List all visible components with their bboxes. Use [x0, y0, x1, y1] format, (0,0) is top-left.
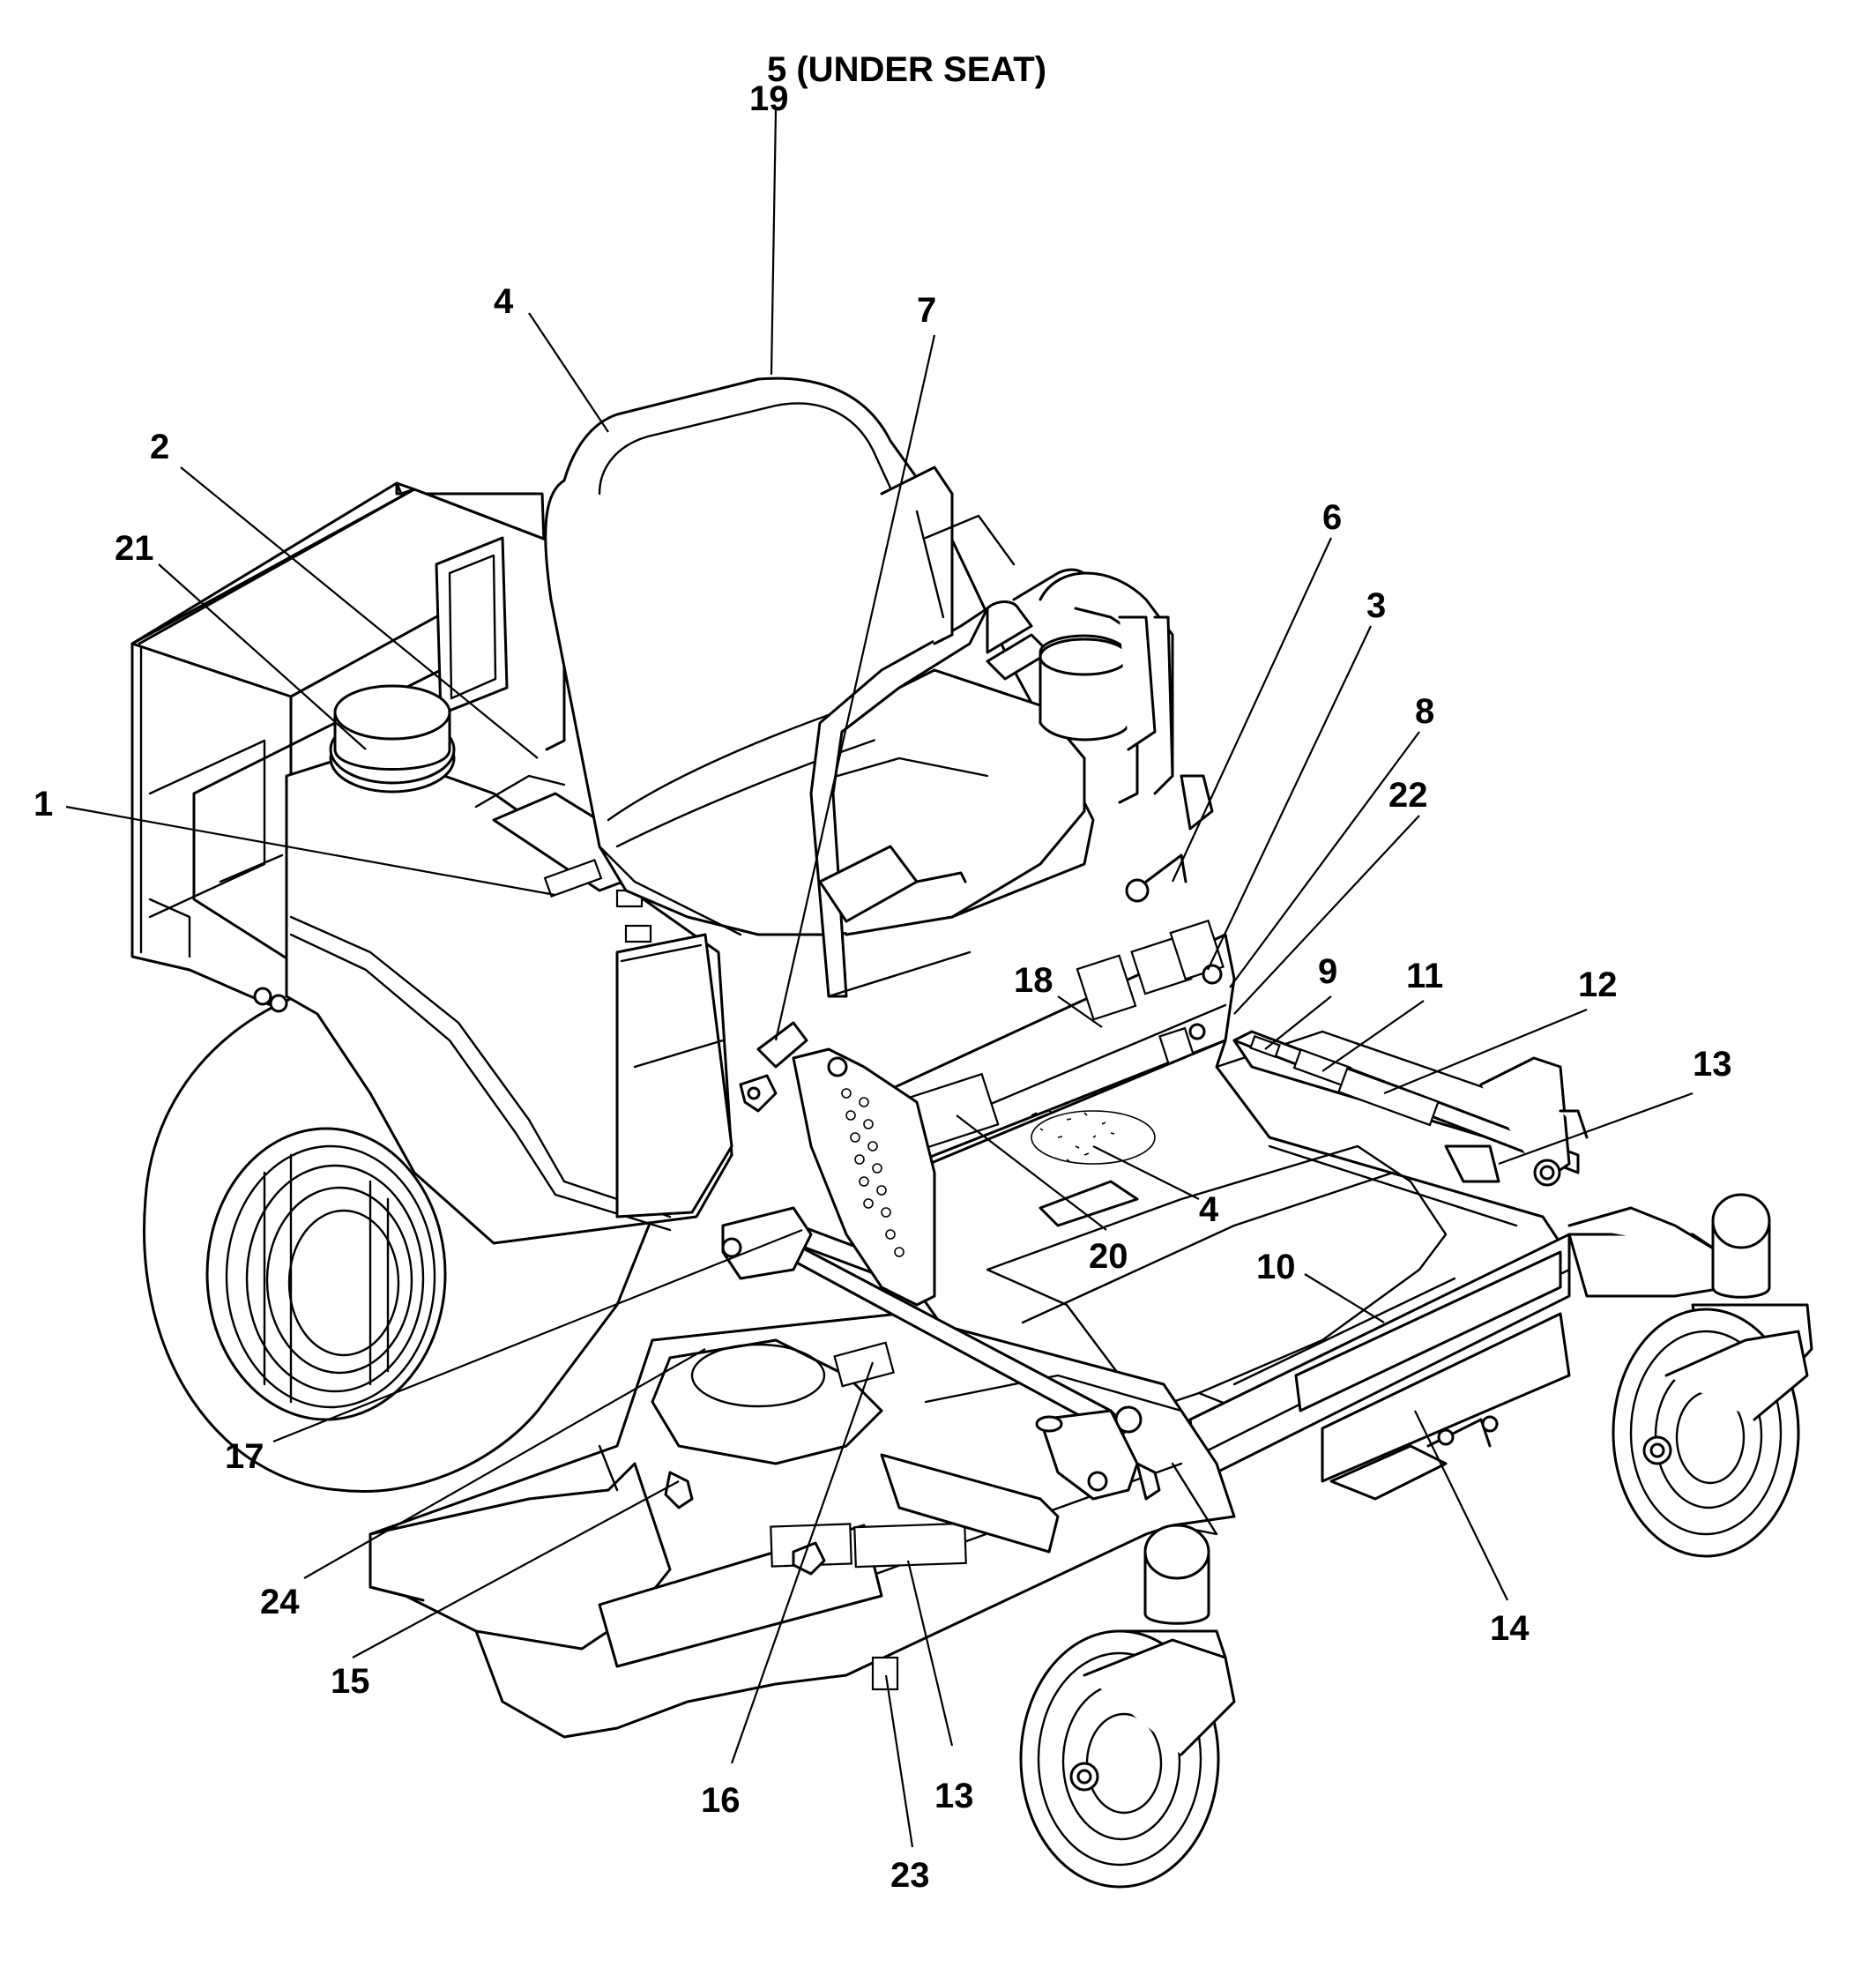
left-caster — [1019, 1524, 1236, 1889]
callout-17: 17 — [225, 1437, 264, 1476]
right-caster-wheel — [1612, 1308, 1809, 1558]
leader-6 — [1172, 537, 1332, 883]
callout-4-seat: 4 — [494, 282, 514, 321]
callout-6: 6 — [1322, 498, 1342, 537]
discharge-chute — [368, 1532, 425, 1602]
callout-8: 8 — [1415, 692, 1434, 731]
leader-13-right — [1498, 1092, 1694, 1166]
leader-10 — [1304, 1273, 1385, 1323]
callout-11: 11 — [1406, 957, 1443, 995]
right-frame-rail — [1232, 1030, 1589, 1187]
mower-deck — [368, 1312, 1236, 1739]
callout-18: 18 — [1014, 961, 1053, 1000]
leader-4-floor — [1092, 1145, 1200, 1200]
callout-7: 7 — [917, 291, 936, 330]
callout-4-floor: 4 — [1199, 1190, 1219, 1229]
leader-lines — [65, 109, 1694, 1848]
leader-21 — [158, 563, 367, 750]
leader-7 — [774, 334, 936, 1041]
callout-19: 19 — [749, 79, 789, 118]
leader-13-bottom — [906, 1560, 954, 1747]
leader-20 — [956, 1114, 1107, 1231]
leader-4-seat — [528, 312, 609, 433]
rear-frame-right — [880, 466, 1016, 645]
leader-8 — [1229, 731, 1420, 988]
callout-5-under-seat: 5 (UNDER SEAT) — [767, 50, 1046, 89]
leader-22 — [1233, 815, 1420, 1015]
leader-19 — [770, 109, 778, 376]
callout-labels: 5 (UNDER SEAT) 19 4 7 2 21 1 6 3 8 22 18… — [34, 50, 1732, 1895]
leader-1 — [65, 805, 556, 897]
leader-18 — [1057, 995, 1103, 1028]
height-adjust-plate — [739, 1021, 936, 1307]
callout-21: 21 — [115, 529, 154, 568]
callout-1: 1 — [34, 785, 53, 824]
callout-12: 12 — [1578, 965, 1618, 1004]
leader-9 — [1264, 995, 1332, 1050]
callout-16: 16 — [701, 1781, 741, 1820]
leader-12 — [1383, 1008, 1588, 1095]
front-cross-bar — [1188, 1233, 1571, 1501]
callout-24: 24 — [260, 1583, 300, 1621]
leader-24 — [303, 1348, 706, 1579]
engine-shroud — [130, 481, 566, 1016]
callout-14: 14 — [1490, 1609, 1530, 1648]
callout-3: 3 — [1366, 586, 1386, 625]
leader-11 — [1321, 1000, 1425, 1072]
callout-9: 9 — [1318, 952, 1337, 991]
callout-2: 2 — [150, 428, 169, 466]
callout-15: 15 — [331, 1662, 370, 1701]
floor-decal-texture — [1031, 1110, 1115, 1162]
callout-22: 22 — [1388, 776, 1428, 815]
mower-illustration — [130, 376, 1813, 1889]
leader-23 — [884, 1674, 914, 1848]
leader-2 — [180, 466, 539, 759]
fuel-tank-fender — [253, 684, 733, 1245]
callout-13-right: 13 — [1693, 1045, 1732, 1084]
callout-23: 23 — [890, 1856, 930, 1895]
leader-14 — [1414, 1410, 1508, 1601]
cup-holder — [1038, 615, 1157, 751]
leader-3 — [1207, 625, 1372, 971]
leader-15 — [352, 1480, 680, 1658]
front-console — [880, 919, 1236, 1174]
callout-10: 10 — [1256, 1248, 1296, 1286]
callout-20: 20 — [1089, 1237, 1128, 1276]
leader-17 — [272, 1228, 803, 1443]
callout-13-bottom: 13 — [934, 1777, 974, 1815]
leader-16 — [730, 1361, 875, 1764]
